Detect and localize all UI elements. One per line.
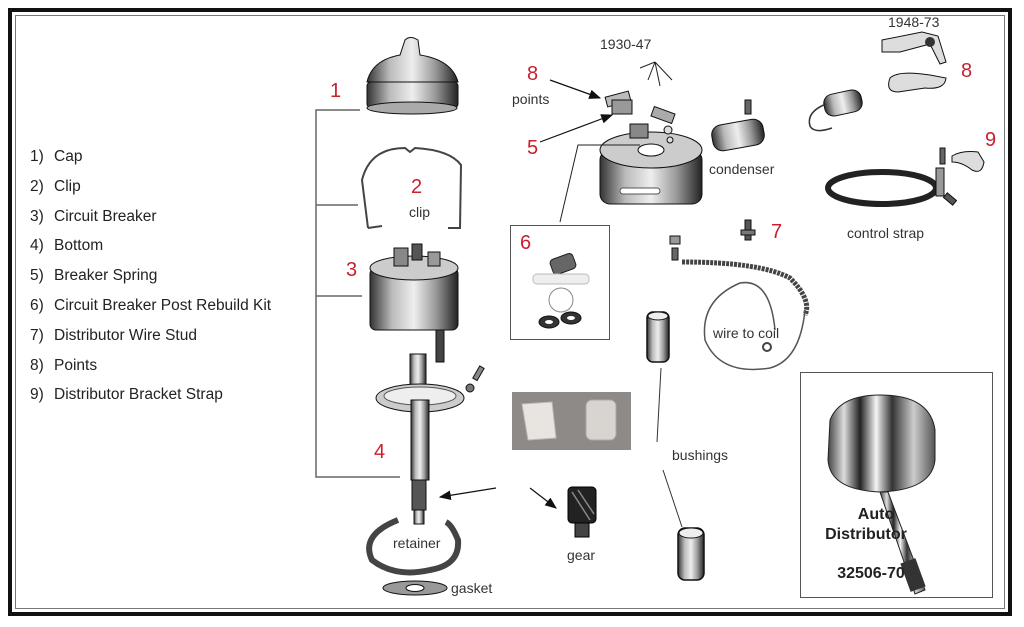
auto-distributor-photo	[827, 394, 936, 595]
assembly-bracket	[315, 109, 400, 478]
legend-number: 7)	[30, 326, 44, 344]
callout-5: 5	[527, 137, 539, 159]
legend-label: Points	[54, 356, 98, 374]
legend-number: 5)	[30, 267, 44, 285]
bushing-lower	[677, 527, 705, 581]
cap-part	[366, 37, 459, 115]
label-years-early: 1930-47	[600, 36, 652, 52]
callout-4: 4	[374, 441, 386, 463]
callout-7: 7	[771, 221, 783, 243]
wire-stud-part	[669, 219, 756, 261]
points-late-part	[881, 31, 947, 93]
label-gasket: gasket	[451, 580, 493, 596]
callout-8-late: 8	[961, 60, 973, 82]
legend-number: 6)	[30, 296, 44, 314]
circuit-breaker-part	[369, 243, 459, 363]
label-years-late: 1948-73	[888, 14, 940, 30]
product-name-line1: Auto	[857, 506, 895, 523]
legend-label: Distributor Wire Stud	[54, 326, 197, 344]
callout-8-early: 8	[527, 63, 539, 85]
legend-number: 3)	[30, 207, 44, 225]
breaker-spring-arrow	[539, 114, 614, 143]
label-bushings: bushings	[672, 447, 729, 463]
callout-1: 1	[330, 80, 342, 102]
bottom-part	[375, 353, 485, 525]
label-condenser: condenser	[709, 161, 775, 177]
wire-to-coil-part	[681, 259, 810, 371]
legend-item: 9) Distributor Bracket Strap	[30, 384, 271, 414]
clip-part	[360, 146, 463, 229]
legend-label: Distributor Bracket Strap	[54, 386, 223, 404]
legend-number: 9)	[30, 386, 44, 404]
post-rebuild-kit-image	[532, 253, 590, 329]
label-gear: gear	[567, 547, 596, 563]
legend-item: 4) Bottom	[30, 235, 271, 265]
gear-part	[567, 486, 597, 538]
legend-item: 8) Points	[30, 355, 271, 385]
legend-item: 2) Clip	[30, 176, 271, 206]
label-wire-to-coil: wire to coil	[713, 325, 780, 341]
condenser-part	[711, 99, 765, 152]
legend-number: 4)	[30, 237, 44, 255]
arrow-to-gear	[529, 487, 557, 509]
label-clip: clip	[409, 204, 431, 220]
points-arrow	[549, 79, 602, 99]
legend-label: Bottom	[54, 237, 104, 255]
legend-number: 2)	[30, 177, 44, 195]
bushing-photo	[512, 392, 631, 450]
parts-legend: 1)Cap 2)Clip 3)Circuit Breaker 4)Bottom …	[30, 146, 271, 414]
bushing-leader-upper	[656, 367, 662, 443]
legend-label: Breaker Spring	[54, 267, 158, 285]
post-rebuild-kit-box	[510, 225, 610, 340]
callout-9: 9	[985, 129, 997, 151]
legend-item: 1) Cap	[30, 146, 271, 176]
retainer-part	[366, 517, 462, 576]
frame-inner-border	[15, 15, 1005, 609]
label-points: points	[512, 91, 550, 107]
gasket-part	[382, 580, 448, 596]
label-control-strap: control strap	[847, 225, 925, 241]
auto-distributor-box	[800, 372, 993, 598]
breaker-plate-part	[599, 131, 703, 205]
legend-item: 7) Distributor Wire Stud	[30, 325, 271, 355]
product-name-line2: Distributor	[825, 526, 907, 543]
legend-number: 8)	[30, 356, 44, 374]
legend-label: Clip	[54, 177, 81, 195]
label-retainer: retainer	[393, 535, 441, 551]
arrow-to-shaft	[438, 487, 497, 501]
legend-label: Circuit Breaker Post Rebuild Kit	[54, 296, 272, 314]
control-strap-part	[825, 147, 985, 207]
legend-label: Circuit Breaker	[54, 207, 157, 225]
condenser-late-part	[808, 89, 863, 132]
post-kit-leader	[559, 144, 640, 223]
legend-number: 1)	[30, 148, 44, 165]
bushing-leader-lower	[662, 469, 683, 528]
points-early-part	[604, 90, 676, 144]
legend-label: Cap	[54, 148, 83, 165]
callout-3: 3	[346, 259, 358, 281]
product-part-number: 32506-70	[837, 565, 905, 582]
legend-item: 5) Breaker Spring	[30, 265, 271, 295]
legend-item: 3) Circuit Breaker	[30, 206, 271, 236]
bushing-upper	[646, 311, 670, 363]
callout-6: 6	[520, 232, 532, 254]
callout-2: 2	[411, 176, 423, 198]
points-leader-lines	[639, 61, 673, 87]
legend-item: 6) Circuit Breaker Post Rebuild Kit	[30, 295, 271, 325]
